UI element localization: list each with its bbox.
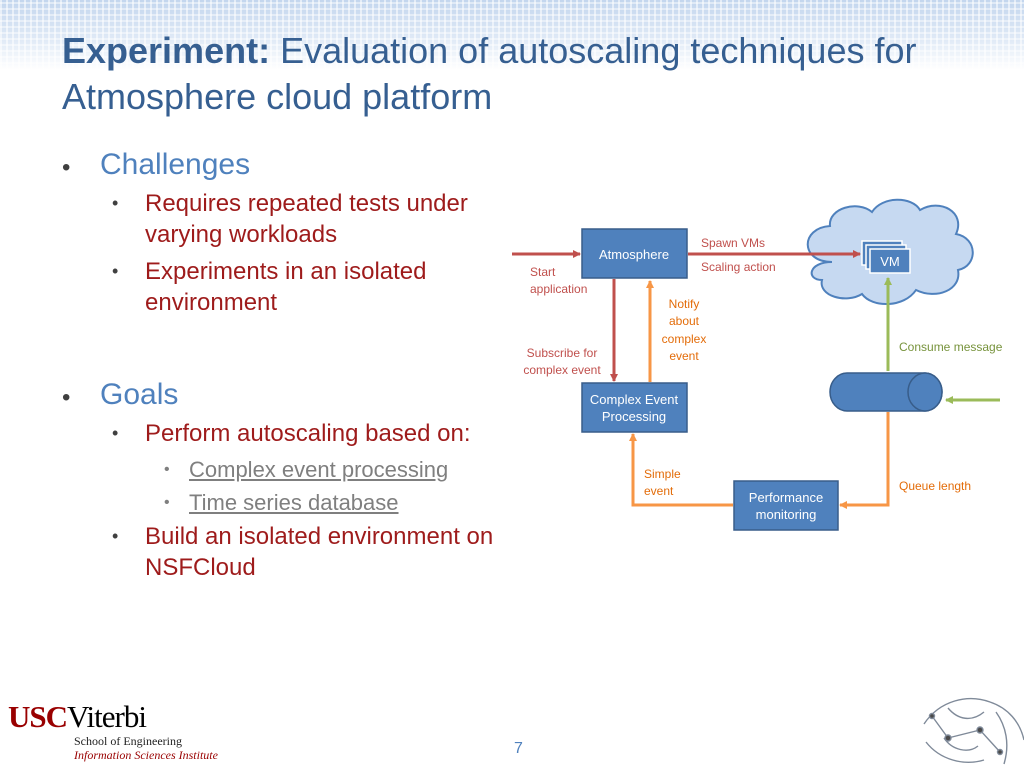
- bullet-autoscaling: Perform autoscaling based on:: [62, 418, 532, 449]
- logo-institute: Information Sciences Institute: [74, 748, 218, 762]
- label-notify-3: complex: [662, 332, 707, 346]
- header-band: [0, 0, 1024, 70]
- cep-label-line2: Processing: [602, 409, 666, 424]
- usc-viterbi-logo: USCViterbi School of Engineering Informa…: [8, 699, 218, 763]
- label-notify-2: about: [669, 314, 700, 328]
- label-consume-message: Consume message: [899, 340, 1003, 354]
- vm-stack: [861, 240, 911, 274]
- label-simple-line2: event: [644, 484, 674, 498]
- vm-label: VM: [880, 254, 900, 269]
- atmosphere-box: [581, 228, 688, 279]
- arrow-simple-event: [629, 433, 733, 507]
- label-notify-4: event: [669, 349, 699, 363]
- label-subscribe-line1: Subscribe for: [527, 346, 598, 360]
- cep-box: [581, 382, 688, 433]
- cep-label-line1: Complex Event: [590, 392, 679, 407]
- message-queue: [829, 372, 943, 412]
- bullet-isolated-experiments: Experiments in an isolated environment: [62, 256, 532, 318]
- label-start-line1: Start: [530, 265, 556, 279]
- bullet-list: Challenges Requires repeated tests under…: [62, 148, 532, 589]
- performance-label-line2: monitoring: [756, 507, 817, 522]
- arrow-queue-length: [839, 412, 890, 509]
- bullet-repeated-tests: Requires repeated tests under varying wo…: [62, 188, 532, 250]
- link-time-series-database[interactable]: Time series database: [62, 488, 532, 518]
- bullet-goals: Goals: [62, 378, 532, 418]
- title-rest: Evaluation of autoscaling techniques for…: [62, 30, 917, 117]
- label-spawn-vms: Spawn VMs: [701, 236, 765, 250]
- title-bold: Experiment:: [62, 30, 271, 71]
- performance-box: [733, 480, 839, 531]
- bullet-build-environment: Build an isolated environment on NSFClou…: [62, 521, 532, 583]
- label-queue-length: Queue length: [899, 479, 971, 493]
- performance-label-line1: Performance: [749, 490, 823, 505]
- label-subscribe-line2: complex event: [523, 363, 601, 377]
- label-simple-line1: Simple: [644, 467, 681, 481]
- label-notify-1: Notify: [669, 297, 700, 311]
- bullet-challenges: Challenges: [62, 148, 532, 188]
- atmosphere-label: Atmosphere: [599, 247, 669, 262]
- link-complex-event-processing[interactable]: Complex event processing: [62, 455, 532, 485]
- logo-school: School of Engineering: [74, 734, 182, 748]
- label-start-line2: application: [530, 282, 587, 296]
- logo-usc: USC: [8, 699, 68, 734]
- logo-viterbi: Viterbi: [67, 699, 147, 734]
- network-graph-icon: [923, 698, 1024, 765]
- label-scaling-action: Scaling action: [701, 260, 776, 274]
- page-number: 7: [514, 740, 523, 757]
- slide-title: Experiment: Evaluation of autoscaling te…: [62, 28, 982, 120]
